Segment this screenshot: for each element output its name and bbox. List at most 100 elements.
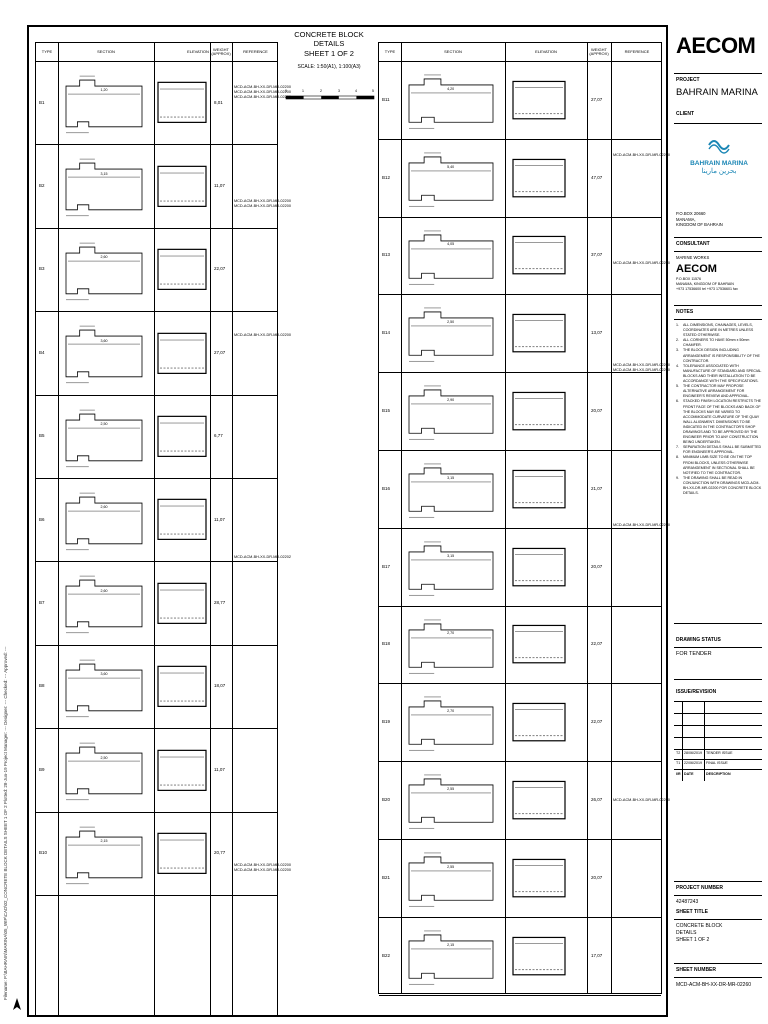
elevation-drawing <box>156 737 208 804</box>
elevation-drawing <box>511 536 567 598</box>
section-drawing: 5,40 <box>403 143 501 213</box>
block-type: B22 <box>382 952 391 958</box>
section-drawing: 3,15 <box>403 454 501 524</box>
sheet-title: CONCRETE BLOCK DETAILS SHEET 1 OF 2 <box>676 923 723 943</box>
block-weight: 37,07 <box>591 252 603 258</box>
table-row: B20 2,55 26,07 <box>379 761 661 840</box>
consultant-address: P.O.BOX 11576 MANAMA, KINGDOM OF BAHRAIN… <box>676 277 738 291</box>
block-weight: 20,07 <box>591 563 603 569</box>
section-dimension: 2,15 <box>447 942 455 947</box>
wave-icon <box>708 140 730 154</box>
section-dimension: 2,60 <box>100 505 108 510</box>
section-dimension: 2,90 <box>447 397 455 402</box>
drawing-frame <box>27 25 668 1017</box>
block-type: B16 <box>382 485 391 491</box>
rev-1-desc: TENDER ISSUE <box>706 751 733 755</box>
revision-label: ISSUE/REVISION <box>676 689 717 695</box>
reference-code: MCD-ACM-BH-XX-DR-MR-02202 <box>234 555 291 559</box>
sheet-title-label: SHEET TITLE <box>676 909 708 915</box>
elevation-drawing <box>156 153 208 220</box>
elevation-drawing <box>156 486 208 553</box>
elevation-drawing <box>511 691 567 753</box>
right-table-header: TYPE SECTION ELEVATION WEIGHT (APPROX) R… <box>379 43 661 62</box>
block-type: B2 <box>39 183 45 189</box>
block-type: B8 <box>39 683 45 689</box>
header-weight: WEIGHT (APPROX) <box>589 46 609 56</box>
note-item: 5.THE CONTRACTOR MAY PROPOSE ALTERNATIVE… <box>676 384 750 399</box>
block-type: B4 <box>39 349 45 355</box>
consultant-unit: MARINE WORKS <box>676 255 710 260</box>
elevation-drawing <box>156 570 208 637</box>
elevation-drawing <box>156 236 208 303</box>
block-type: B13 <box>382 252 391 258</box>
block-type: B10 <box>39 850 48 856</box>
block-weight: 26,07 <box>591 797 603 803</box>
header-reference: REFERENCE <box>243 48 268 54</box>
elevation-drawing <box>511 458 567 520</box>
section-drawing: 2,70 <box>403 610 501 680</box>
sheet-number: MCD-ACM-BH-XX-DR-MR-02260 <box>676 982 752 988</box>
section-drawing: 2,60 <box>60 232 150 307</box>
note-item: 2.ALL CORNERS TO HAVE 50mm x 50mm CHAMFE… <box>676 338 750 348</box>
header-elevation: ELEVATION <box>535 48 557 54</box>
elevation-drawing <box>511 147 567 209</box>
section-drawing: 3,60 <box>60 649 150 724</box>
section-dimension: 4,05 <box>447 242 455 247</box>
section-drawing: 2,55 <box>403 765 501 835</box>
section-drawing: 1,20 <box>60 65 150 140</box>
notes-list: 1.ALL DIMENSIONS, CHAINAGES, LEVELS, COO… <box>676 323 762 496</box>
drawing-status-label: DRAWING STATUS <box>676 637 721 643</box>
block-weight: 28,77 <box>214 600 226 606</box>
section-drawing: 3,15 <box>403 532 501 602</box>
block-type: B5 <box>39 433 45 439</box>
note-item: 6.STACKED FINISH LOCATION RESTRICTS THE … <box>676 399 762 445</box>
block-type: B18 <box>382 641 391 647</box>
drawing-status-value: FOR TENDER <box>676 651 712 657</box>
reference-code: MCD-ACM-BH-XX-DR-MR-02200 MCD-ACM-BH-XX-… <box>234 199 291 208</box>
elevation-drawing <box>156 403 208 470</box>
sheet-number-label: SHEET NUMBER <box>676 967 717 973</box>
section-dimension: 2,55 <box>447 864 455 869</box>
consultant-logo: AECOM <box>676 263 717 275</box>
header-section: SECTION <box>97 48 115 54</box>
section-drawing: 3,15 <box>60 148 150 223</box>
reference-code: MCD-ACM-BH-XX-DR-MR-02200 MCD-ACM-BH-XX-… <box>613 363 670 372</box>
header-weight: WEIGHT (APPROX) <box>211 46 231 56</box>
block-weight: 20,77 <box>214 850 226 856</box>
note-item: 7.SEPARATION DETAILS SHALL BE SUBMITTED … <box>676 445 762 455</box>
section-drawing: 2,50 <box>60 399 150 474</box>
scale-ticks: 0 1 2 3 4 5 <box>285 89 374 93</box>
header-elevation: ELEVATION <box>187 48 209 54</box>
block-weight: 27,07 <box>591 96 603 102</box>
section-drawing: 2,55 <box>403 843 501 913</box>
elevation-drawing <box>511 613 567 675</box>
left-table-header: TYPE SECTION ELEVATION WEIGHT (APPROX) R… <box>36 43 277 62</box>
block-type: B9 <box>39 766 45 772</box>
block-weight: 22,07 <box>591 719 603 725</box>
block-type: B14 <box>382 330 391 336</box>
block-type: B20 <box>382 797 391 803</box>
block-weight: 17,07 <box>591 952 603 958</box>
block-type: B15 <box>382 408 391 414</box>
block-type: B17 <box>382 563 391 569</box>
section-drawing: 2,50 <box>60 732 150 807</box>
section-drawing: 4,05 <box>403 221 501 291</box>
sheet-title-block: CONCRETE BLOCK DETAILS SHEET 1 OF 2 SCAL… <box>280 30 378 70</box>
block-weight: 47,07 <box>591 174 603 180</box>
section-drawing: 2,90 <box>403 376 501 446</box>
rev-2-desc: FINAL ISSUE <box>706 761 728 765</box>
section-drawing: 3,60 <box>60 315 150 390</box>
note-item: 1.ALL DIMENSIONS, CHAINAGES, LEVELS, COO… <box>676 323 754 338</box>
note-item: 9.THE DRAWING SHALL BE READ IN CONJUNCTI… <box>676 475 762 496</box>
section-dimension: 3,15 <box>447 553 455 558</box>
note-item: 3.THE BLOCK DESIGN INCLUDING ARRANGEMENT… <box>676 348 760 363</box>
section-dimension: 2,50 <box>447 320 455 325</box>
rev-header-date: DATE <box>684 772 694 776</box>
